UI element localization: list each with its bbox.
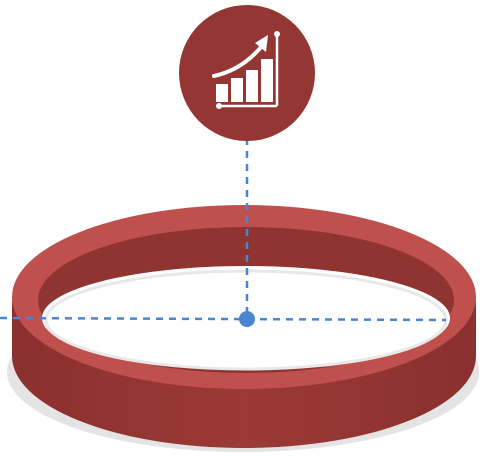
center-dot <box>239 311 255 327</box>
ring-outer-wall <box>12 296 476 448</box>
horizontal-guide-line <box>0 316 447 322</box>
growth-chart-icon <box>212 31 280 109</box>
